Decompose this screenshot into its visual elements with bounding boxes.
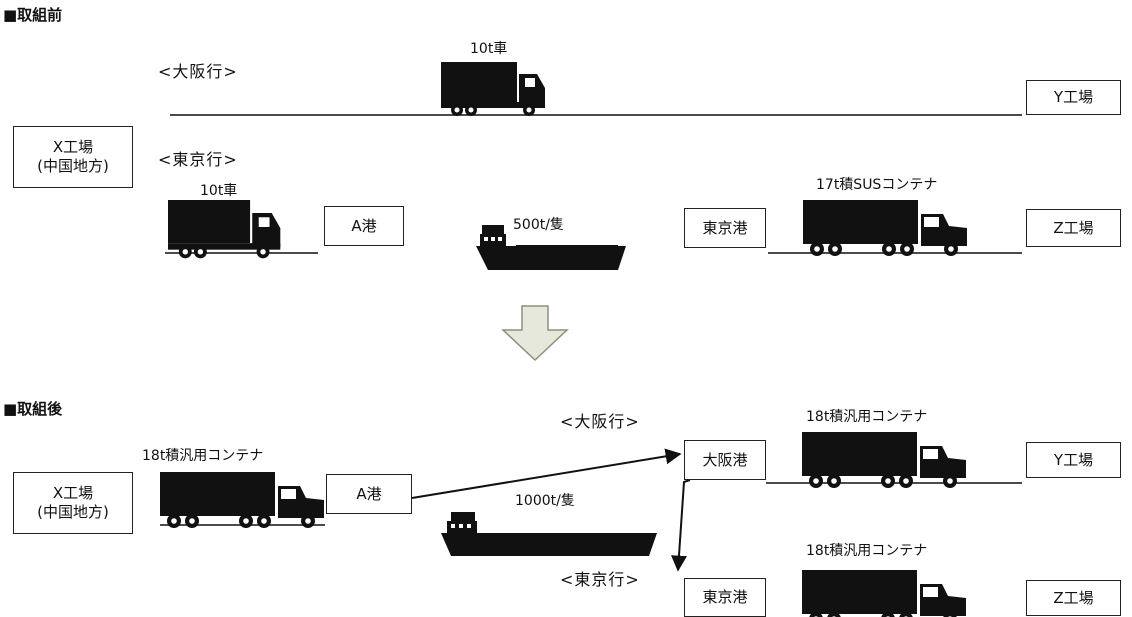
ship-capacity-label: 1000t/隻	[515, 493, 575, 509]
x-factory-label: X工場	[52, 484, 94, 503]
trailer-truck-icon	[802, 570, 966, 617]
route-label-tokyo: <東京行>	[158, 150, 238, 169]
route-arrow-tokyo	[670, 479, 691, 572]
x-factory-region: (中国地方)	[37, 157, 109, 175]
vehicle-label: 10t車	[470, 41, 508, 57]
z-factory-box: Z工場	[1026, 209, 1121, 247]
route-arrow-osaka	[411, 448, 682, 499]
tokyo-port-box: 東京港	[684, 578, 766, 617]
port-a-box: A港	[326, 474, 412, 514]
z-factory-label: Z工場	[1053, 588, 1094, 607]
down-arrow-icon	[501, 305, 569, 362]
tokyo-port-box: 東京港	[684, 208, 766, 248]
osaka-port-box: 大阪港	[684, 440, 766, 480]
y-factory-label: Y工場	[1053, 450, 1094, 469]
container-label: 18t積汎用コンテナ	[142, 448, 264, 464]
port-a-box: A港	[324, 206, 404, 246]
container-label: 17t積SUSコンテナ	[816, 177, 938, 193]
section-heading-after: ■取組後	[3, 400, 63, 418]
trailer-truck-icon	[803, 200, 967, 256]
truck-icon	[441, 62, 545, 116]
cargo-ship-icon	[441, 512, 657, 556]
port-a-label: A港	[351, 216, 377, 235]
z-factory-box: Z工場	[1026, 580, 1121, 616]
trailer-truck-icon	[802, 432, 966, 488]
cargo-ship-icon	[476, 225, 626, 270]
trailer-truck-icon	[160, 472, 324, 528]
x-factory-box: X工場 (中国地方)	[13, 126, 133, 188]
tokyo-port-label: 東京港	[702, 588, 748, 607]
container-label: 18t積汎用コンテナ	[806, 543, 928, 559]
tokyo-port-label: 東京港	[702, 218, 748, 237]
port-a-label: A港	[356, 484, 382, 503]
z-factory-label: Z工場	[1053, 218, 1094, 237]
ship-capacity-label: 500t/隻	[513, 217, 564, 233]
y-factory-box: Y工場	[1026, 80, 1121, 115]
y-factory-label: Y工場	[1053, 88, 1094, 107]
y-factory-box: Y工場	[1026, 442, 1121, 478]
x-factory-region: (中国地方)	[37, 503, 109, 521]
container-label: 18t積汎用コンテナ	[806, 409, 928, 425]
x-factory-label: X工場	[52, 138, 94, 157]
route-label-tokyo: <東京行>	[560, 570, 640, 589]
section-heading-before: ■取組前	[3, 6, 63, 24]
truck-icon	[168, 200, 281, 259]
route-label-osaka: <大阪行>	[560, 412, 640, 431]
vehicle-label: 10t車	[200, 183, 238, 199]
route-label-osaka: <大阪行>	[158, 62, 238, 81]
x-factory-box: X工場 (中国地方)	[13, 472, 133, 534]
osaka-port-label: 大阪港	[702, 450, 748, 469]
